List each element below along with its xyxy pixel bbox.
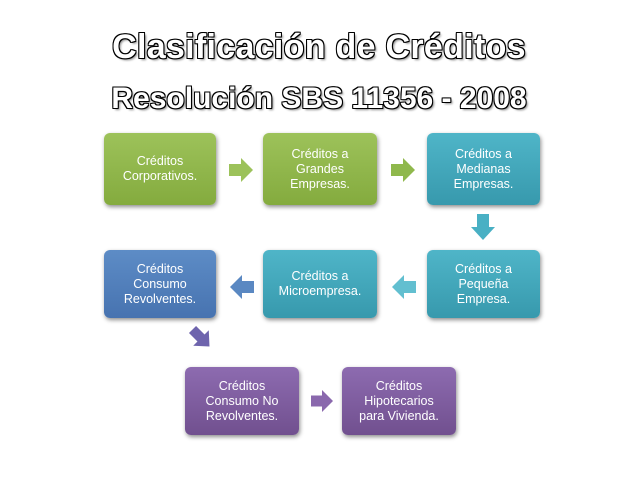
arrow-right-icon xyxy=(391,158,415,182)
box-creditos-medianas-empresas: Créditos a Medianas Empresas. xyxy=(427,133,540,205)
arrow-down-icon xyxy=(471,214,495,240)
box-creditos-consumo-no-revolventes: Créditos Consumo No Revolventes. xyxy=(185,367,299,435)
slide-subtitle: Resolución SBS 11356 - 2008 xyxy=(111,82,527,115)
box-creditos-grandes-empresas: Créditos a Grandes Empresas. xyxy=(263,133,377,205)
box-creditos-pequena-empresa: Créditos a Pequeña Empresa. xyxy=(427,250,540,318)
arrow-right-icon xyxy=(311,390,333,412)
arrow-diagonal-icon xyxy=(188,325,214,351)
arrow-left-icon xyxy=(392,275,416,299)
box-creditos-microempresa: Créditos a Microempresa. xyxy=(263,250,377,318)
arrow-left-icon xyxy=(230,275,254,299)
box-creditos-consumo-revolventes: Créditos Consumo Revolventes. xyxy=(104,250,216,318)
box-creditos-hipotecarios: Créditos Hipotecarios para Vivienda. xyxy=(342,367,456,435)
arrow-right-icon xyxy=(229,158,253,182)
slide-title: Clasificación de Créditos xyxy=(112,28,526,66)
box-creditos-corporativos: Créditos Corporativos. xyxy=(104,133,216,205)
